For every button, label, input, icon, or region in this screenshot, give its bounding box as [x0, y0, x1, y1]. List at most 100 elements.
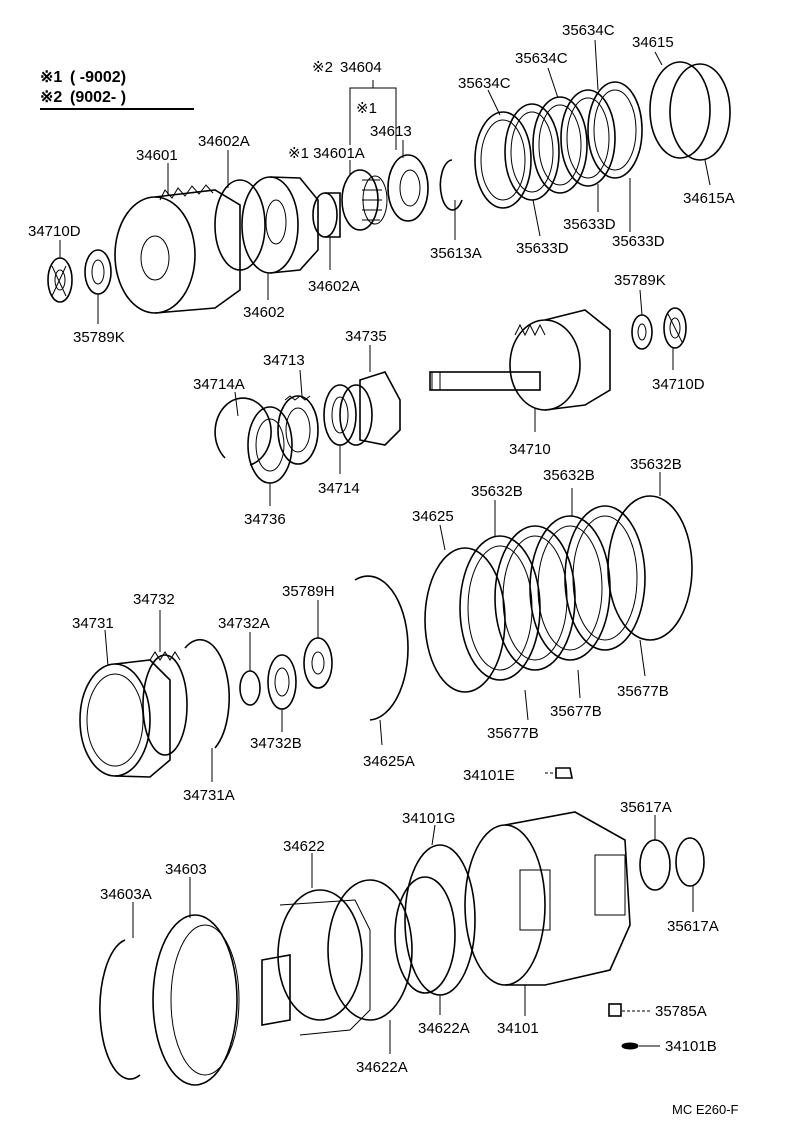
label-35634C-b: 35634C [515, 50, 568, 67]
label-34101B: 34101B [665, 1038, 717, 1055]
label-34622A-left: 34622A [356, 1059, 408, 1076]
label-35677B-c: 35677B [487, 725, 539, 742]
label-34602A-top: 34602A [198, 133, 250, 150]
label-34602A-bottom: 34602A [308, 278, 360, 295]
sun-gear-34713 [277, 395, 319, 465]
label-35617A-top: 35617A [620, 799, 672, 816]
label-34732: 34732 [133, 591, 175, 608]
spring-seat-34613 [387, 154, 429, 222]
thrust-bearing-34732B [267, 654, 297, 710]
thrust-bearing-34710D-right [663, 307, 687, 349]
label-35632B-c: 35632B [471, 483, 523, 500]
retainer-34735 [359, 371, 401, 446]
label-34713: 34713 [263, 352, 305, 369]
spring-retainer-34601A [341, 169, 388, 231]
diagram-code: MC E260-F [672, 1102, 739, 1117]
legend-range-2: (9002- ) [70, 89, 126, 106]
race-35789K-left [84, 249, 112, 295]
label-35613A: 35613A [430, 245, 482, 262]
clutch-pack-upper [474, 81, 643, 209]
label-34622: 34622 [283, 838, 325, 855]
label-34601A: ※1 34601A [288, 145, 365, 162]
label-35785A: 35785A [655, 1003, 707, 1020]
snap-ring-35613A [439, 159, 463, 211]
label-34601: 34601 [136, 147, 178, 164]
label-35617A-bottom: 35617A [667, 918, 719, 935]
part-labels: 34601 34602A ※1 34601A 34613 35634C 3563… [28, 22, 735, 1076]
legend-mark-2: ※2 [40, 89, 62, 106]
thrust-washer-34736 [247, 406, 293, 484]
label-35634C-c: 35634C [562, 22, 615, 39]
clutch-drum-34601 [114, 184, 241, 314]
race-35617A-upper [639, 839, 671, 891]
one-way-clutch-34714 [323, 384, 373, 446]
o-ring-34622A-left [327, 879, 413, 1021]
race-34732A [239, 670, 261, 706]
label-34625A: 34625A [363, 753, 415, 770]
snap-ring-34625A [354, 575, 409, 721]
label-34101E: 34101E [463, 767, 515, 784]
label-35632B-a: 35632B [630, 456, 682, 473]
piston-34602 [241, 176, 319, 274]
label-34732B: 34732B [250, 735, 302, 752]
label-34710D-right: 34710D [652, 376, 705, 393]
gasket-34101G [404, 844, 476, 996]
label-34710D-left: 34710D [28, 223, 81, 240]
bolt-34101E [545, 767, 573, 779]
o-ring-34602A-lower [312, 192, 341, 238]
label-34731A: 34731A [183, 787, 235, 804]
label-35633D-b: 35633D [563, 216, 616, 233]
ring-gear-34731 [79, 659, 171, 778]
label-34603A: 34603A [100, 886, 152, 903]
label-34101G: 34101G [402, 810, 455, 827]
label-35633D-a: 35633D [516, 240, 569, 257]
group-mark: ※2 [312, 59, 333, 76]
legend-mark-1: ※1 [40, 69, 62, 86]
label-34731: 34731 [72, 615, 114, 632]
reaction-plate-34622 [261, 889, 371, 1036]
one-way-clutch-34603 [152, 914, 240, 1086]
revision-legend: ※1 ( -9002) ※2 (9002- ) [40, 69, 194, 110]
label-34735: 34735 [345, 328, 387, 345]
label-35634C-a: 35634C [458, 75, 511, 92]
clutch-pack-lower [424, 495, 693, 693]
snap-ring-34731A [184, 638, 230, 749]
race-35617A-lower [675, 837, 705, 887]
thrust-bearing-34710D-left [47, 257, 73, 303]
race-35789H [303, 637, 333, 689]
plug-35785A [608, 1003, 652, 1017]
o-ring-34622A-right [394, 876, 456, 994]
o-ring-34602A-upper [214, 179, 266, 271]
label-35789K-left: 35789K [73, 329, 125, 346]
label-34736: 34736 [244, 511, 286, 528]
label-34603: 34603 [165, 861, 207, 878]
label-35677B-a: 35677B [617, 683, 669, 700]
legend-range-1: ( -9002) [70, 69, 126, 86]
label-35632B-b: 35632B [543, 467, 595, 484]
sub-group-mark: ※1 [356, 100, 377, 117]
label-34615A: 34615A [683, 190, 735, 207]
planetary-carrier-34732 [142, 651, 188, 756]
label-35789K-right: 35789K [614, 272, 666, 289]
label-34101: 34101 [497, 1020, 539, 1037]
leader-lines [59, 39, 711, 1054]
transmission-case-34101 [464, 811, 631, 986]
label-34613: 34613 [370, 123, 412, 140]
label-35677B-b: 35677B [550, 703, 602, 720]
label-34602: 34602 [243, 304, 285, 321]
label-35789H: 35789H [282, 583, 335, 600]
snap-ring-34603A [99, 939, 141, 1080]
snap-ring-34714A [214, 397, 272, 466]
washer-34101B [621, 1042, 660, 1050]
race-35789K-right [631, 314, 653, 350]
flange-34615 [649, 61, 731, 161]
label-34615: 34615 [632, 34, 674, 51]
output-shaft-34710 [429, 309, 611, 411]
label-34714A: 34714A [193, 376, 245, 393]
label-34732A: 34732A [218, 615, 270, 632]
group-number: 34604 [340, 59, 382, 76]
group-bracket-34604: ※2 34604 ※1 [312, 59, 397, 150]
label-34714: 34714 [318, 480, 360, 497]
label-34622A-right: 34622A [418, 1020, 470, 1037]
